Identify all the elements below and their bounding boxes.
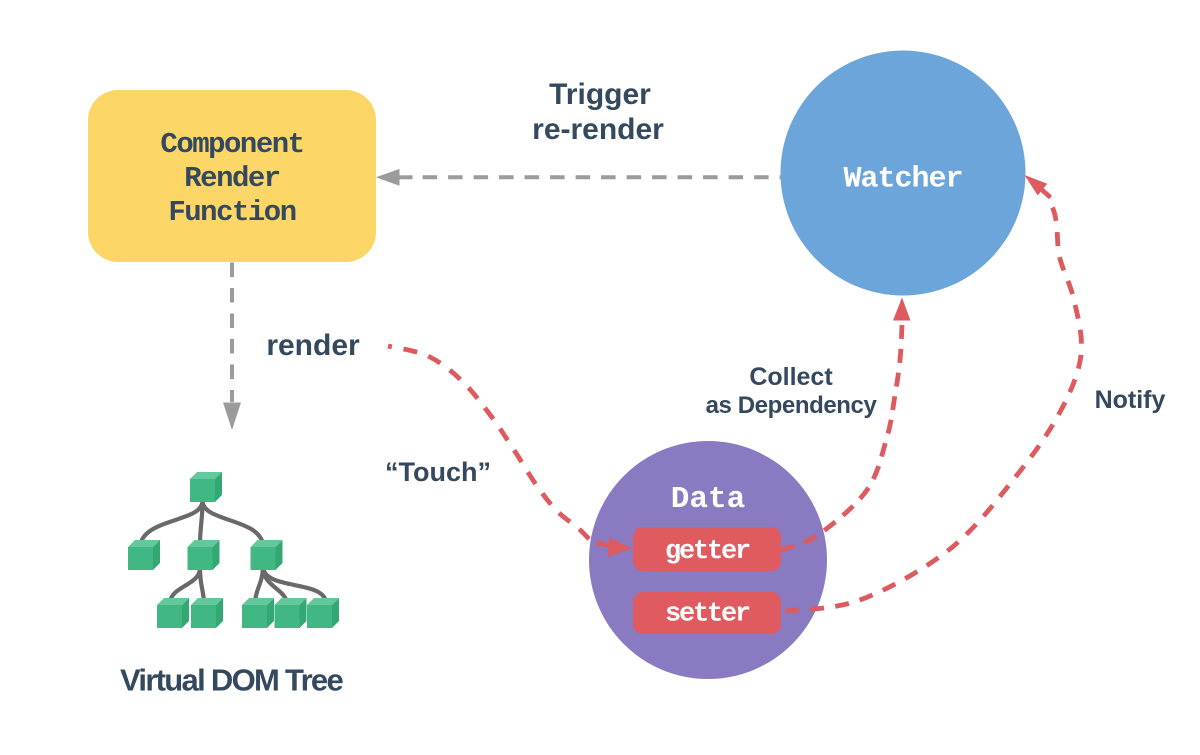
svg-text:Component: Component: [160, 128, 303, 161]
svg-text:as Dependency: as Dependency: [706, 392, 878, 419]
svg-text:getter: getter: [665, 537, 750, 567]
svg-text:“Touch”: “Touch”: [385, 457, 491, 487]
svg-text:Virtual DOM Tree: Virtual DOM Tree: [120, 663, 343, 698]
svg-text:Trigger: Trigger: [549, 78, 651, 111]
svg-text:Notify: Notify: [1095, 386, 1166, 414]
svg-text:render: render: [266, 329, 360, 362]
svg-text:Render: Render: [184, 162, 280, 195]
svg-text:re-render: re-render: [532, 113, 664, 146]
svg-text:Collect: Collect: [749, 363, 833, 391]
svg-text:Function: Function: [168, 196, 295, 229]
svg-text:Watcher: Watcher: [843, 163, 962, 197]
svg-text:setter: setter: [665, 600, 750, 630]
svg-text:Data: Data: [671, 482, 745, 517]
